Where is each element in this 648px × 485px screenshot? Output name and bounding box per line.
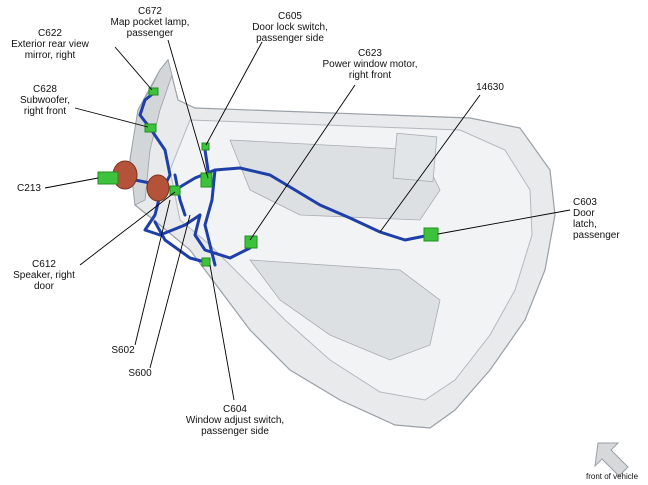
label-s602: S602	[111, 345, 135, 356]
door-cutout-lower	[249, 259, 441, 361]
connector-c672	[200, 172, 213, 188]
arrow-up-left-icon	[594, 442, 629, 477]
leader-lines	[44, 39, 571, 401]
connector-c603	[423, 227, 439, 242]
connector-c623	[244, 235, 258, 249]
label-c213: C213	[17, 183, 41, 194]
connector-c605	[201, 142, 210, 151]
grommets	[112, 160, 170, 202]
connector-c213	[97, 171, 119, 185]
connectors	[97, 87, 439, 267]
orientation-caption: front of vehicle	[585, 472, 639, 481]
label-s600: S600	[128, 368, 152, 379]
connector-c622	[148, 87, 159, 96]
connector-c628	[144, 123, 157, 133]
door-rib	[392, 132, 438, 183]
connector-c612	[169, 185, 181, 196]
label-harness-14630: 14630	[476, 82, 504, 93]
connector-c604	[201, 257, 211, 267]
